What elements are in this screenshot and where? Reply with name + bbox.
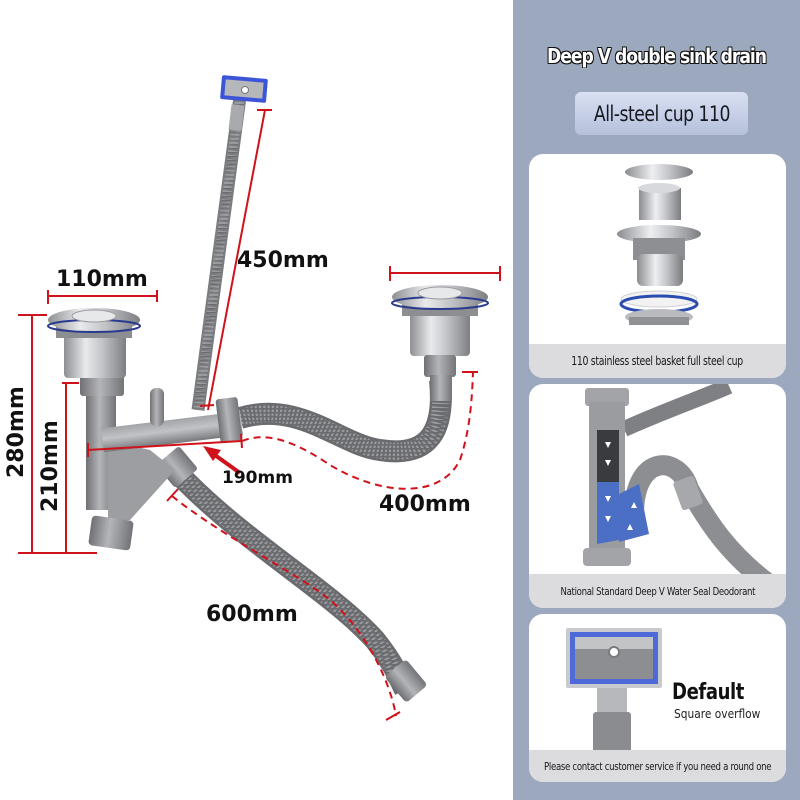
basket-exploded-view-image xyxy=(617,164,701,325)
overflow-caption: Please contact customer service if you n… xyxy=(529,750,786,782)
outlet-flex-hose xyxy=(157,447,427,702)
square-overflow-image xyxy=(566,628,662,754)
default-option-label: Default xyxy=(672,680,745,705)
default-option-sublabel: Square overflow xyxy=(674,706,761,721)
feature-card-basket: 110 stainless steel basket full steel cu… xyxy=(529,154,786,378)
water-seal-caption: National Standard Deep V Water Seal Deod… xyxy=(529,574,786,608)
right-strainer xyxy=(391,285,489,401)
branch-width-label: 190mm xyxy=(222,468,293,488)
right-hose-length-label: 400mm xyxy=(379,492,471,517)
panel-title: Deep V double sink drain xyxy=(546,44,767,68)
water-seal-cutaway-image xyxy=(583,384,776,592)
left-strainer xyxy=(47,308,141,378)
overflow-hose xyxy=(191,96,247,411)
outlet-hose-length-label: 600mm xyxy=(206,602,298,627)
feature-panel: Deep V double sink drain All-steel cup 1… xyxy=(513,0,800,800)
drain-assembly-illustration xyxy=(18,75,501,721)
feature-card-overflow: Default Square overflow Please contact c… xyxy=(529,614,786,782)
trap-height-label: 210mm xyxy=(38,420,63,512)
overflow-head xyxy=(220,75,268,103)
strainer-diameter-label: 110mm xyxy=(56,267,148,292)
deep-v-trap xyxy=(80,374,243,551)
dimension-lines xyxy=(18,109,501,721)
cup-size-badge-text: All-steel cup 110 xyxy=(593,101,730,126)
pointer-arrow xyxy=(203,446,242,475)
feature-card-water-seal: National Standard Deep V Water Seal Deod… xyxy=(529,384,786,608)
cup-size-badge: All-steel cup 110 xyxy=(575,92,748,135)
overflow-length-label: 450mm xyxy=(237,248,329,273)
basket-caption: 110 stainless steel basket full steel cu… xyxy=(529,344,786,378)
right-flex-hose xyxy=(236,378,452,463)
drain-dimension-diagram: 110mm 450mm 280mm 210mm 190mm 400mm 600m… xyxy=(4,75,501,721)
total-height-label: 280mm xyxy=(4,386,29,478)
